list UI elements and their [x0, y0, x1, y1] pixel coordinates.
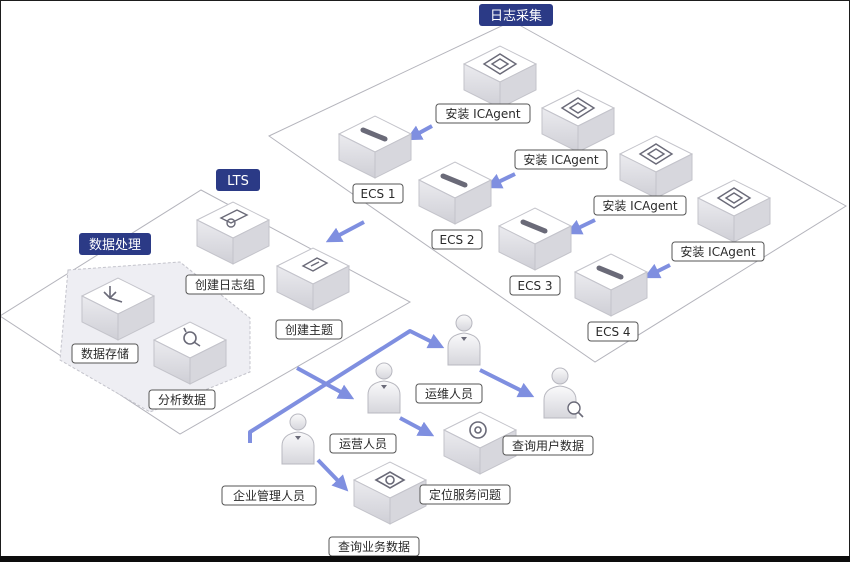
cloud-server-icon	[596, 265, 624, 280]
ecs-1-cube	[337, 115, 413, 179]
agent-3-cube	[618, 135, 694, 199]
data-storage-label-box: 数据存储	[71, 343, 139, 364]
arrow-agent3-ecs3	[565, 218, 596, 235]
arrow-to-operations-staff	[296, 366, 355, 400]
query-user-data-label: 查询用户数据	[512, 438, 584, 453]
create-topic-label: 创建主题	[285, 323, 333, 337]
agent-4-label: 安装 ICAgent	[680, 244, 756, 259]
bottom-bar	[0, 556, 850, 562]
locate-service-issue-label: 定位服务问题	[429, 487, 501, 502]
ecs-1-label-box: ECS 1	[352, 183, 404, 204]
server-config-icon	[716, 187, 752, 209]
agent-3-label: 安装 ICAgent	[602, 198, 678, 213]
server-config-icon	[560, 97, 596, 119]
lts-badge: LTS	[216, 169, 260, 191]
business-data-cube	[352, 461, 428, 525]
query-user-figure	[543, 367, 584, 419]
agent-2-label: 安装 ICAgent	[523, 152, 599, 167]
arrow-agent1-ecs1	[405, 124, 433, 141]
ecs-3-label: ECS 3	[517, 279, 552, 293]
operations-staff-figure	[367, 362, 401, 414]
ecs-1-label: ECS 1	[360, 187, 395, 201]
cloud-server-icon	[360, 127, 388, 142]
ecs-2-cube	[417, 161, 493, 225]
enterprise-admin-label-box: 企业管理人员	[221, 485, 317, 506]
ops-staff-figure	[447, 314, 481, 366]
data-processing-badge: 数据处理	[79, 233, 151, 255]
storage-icon	[103, 286, 123, 303]
data-storage-label: 数据存储	[81, 346, 129, 361]
lts-title: LTS	[227, 174, 249, 189]
ecs-3-cube	[497, 207, 573, 271]
agent-1-label-box: 安装 ICAgent	[435, 103, 531, 124]
server-config-icon	[482, 53, 518, 75]
cloud-server-icon	[520, 219, 548, 234]
query-user-label-box: 查询用户数据	[502, 435, 594, 456]
locate-icon	[469, 421, 487, 439]
arrow-agent2-ecs2	[485, 172, 516, 189]
agent-2-cube	[540, 89, 616, 153]
locate-issue-label-box: 定位服务问题	[419, 484, 511, 505]
agent-2-label-box: 安装 ICAgent	[514, 149, 608, 170]
agent-1-label: 安装 ICAgent	[445, 106, 521, 121]
analysis-icon	[183, 327, 201, 347]
server-config-icon	[638, 143, 674, 165]
arrow-collection-to-lts	[325, 220, 365, 243]
person-icon	[367, 362, 401, 414]
person-search-icon	[543, 367, 584, 419]
log-group-label-box: 创建日志组	[185, 274, 265, 295]
person-icon	[447, 314, 481, 366]
business-data-icon	[374, 471, 406, 489]
arrow-to-ops-staff	[248, 329, 445, 443]
agent-3-label-box: 安装 ICAgent	[593, 195, 687, 216]
ecs-2-label-box: ECS 2	[431, 229, 483, 250]
data-processing-title: 数据处理	[89, 238, 141, 253]
log-group-cube	[195, 201, 271, 265]
ops-staff-label-box: 运维人员	[415, 383, 483, 404]
analyze-data-label-box: 分析数据	[148, 389, 216, 410]
operations-staff-label: 运营人员	[339, 437, 387, 451]
agent-4-cube	[696, 179, 772, 243]
operations-staff-label-box: 运营人员	[329, 433, 397, 454]
topic-label-box: 创建主题	[275, 319, 343, 340]
ecs-2-label: ECS 2	[439, 233, 474, 247]
agent-4-label-box: 安装 ICAgent	[671, 241, 765, 262]
arrow-operations-to-locate	[399, 416, 435, 437]
ops-staff-label: 运维人员	[425, 387, 473, 401]
business-data-label-box: 查询业务数据	[328, 536, 420, 557]
ecs-3-label-box: ECS 3	[509, 275, 561, 296]
cloud-server-icon	[440, 173, 468, 188]
data-storage-cube	[80, 277, 156, 341]
person-icon	[281, 413, 315, 465]
analyze-data-cube	[152, 321, 228, 385]
node-labels: 安装 ICAgent 安装 ICAgent 安装 ICAgent 安装 ICAg…	[71, 103, 765, 557]
ecs-4-label: ECS 4	[595, 325, 630, 339]
analyze-data-label: 分析数据	[158, 392, 206, 407]
enterprise-admin-label: 企业管理人员	[233, 488, 305, 503]
agent-to-ecs-arrows	[325, 124, 671, 279]
ecs-4-cube	[573, 253, 649, 317]
arrow-agent4-ecs4	[643, 263, 671, 279]
log-group-icon	[219, 209, 249, 228]
log-collection-platform	[268, 20, 847, 363]
create-log-group-label: 创建日志组	[195, 278, 255, 292]
agent-1-cube	[462, 45, 538, 109]
enterprise-admin-figure	[281, 413, 315, 465]
log-topic-icon	[301, 257, 329, 272]
ecs-4-label-box: ECS 4	[587, 321, 639, 342]
log-collection-title: 日志采集	[490, 8, 542, 24]
log-collection-badge: 日志采集	[479, 4, 553, 26]
arrow-admin-to-business	[316, 458, 349, 492]
topic-cube	[275, 247, 351, 311]
query-business-data-label: 查询业务数据	[338, 539, 410, 554]
user-flow-arrows	[248, 329, 535, 492]
arrow-ops-to-query-user	[479, 368, 535, 398]
